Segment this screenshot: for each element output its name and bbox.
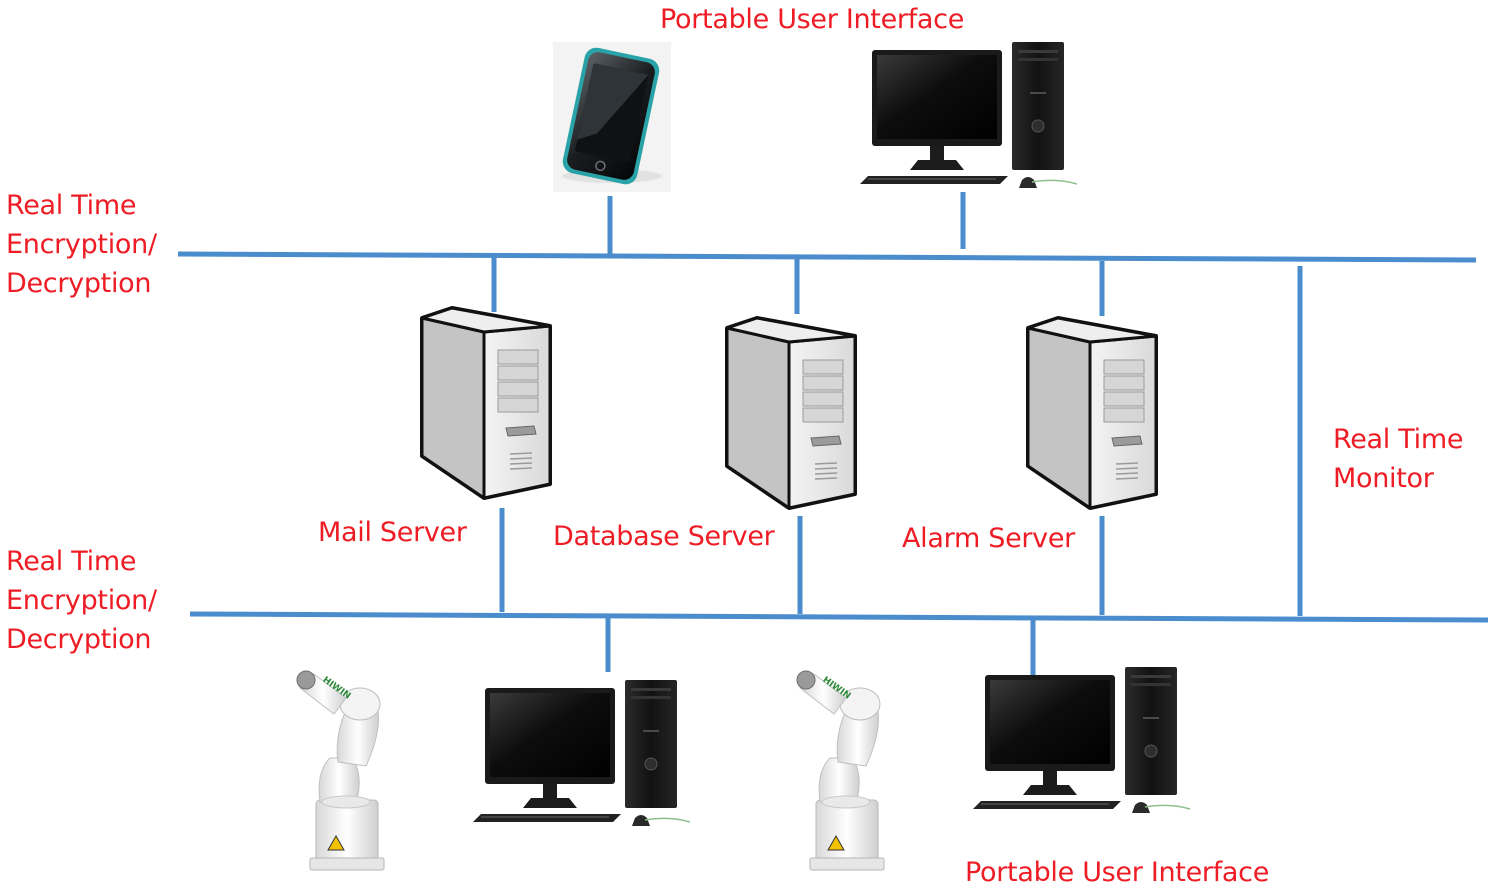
encryption-label-top-line2: Encryption/	[6, 229, 157, 260]
monitor-label-line1: Real Time	[1333, 424, 1464, 455]
portable-ui-label-bottom: Portable User Interface	[965, 857, 1270, 888]
robot-arm-icon	[296, 670, 385, 871]
encryption-label-bottom: Real Time Encryption/ Decryption	[6, 542, 157, 659]
monitor-label: Real Time Monitor	[1333, 420, 1463, 498]
monitor-label-line2: Monitor	[1333, 463, 1434, 494]
network-line-bus-top	[177, 251, 1477, 263]
encryption-label-bottom-line1: Real Time	[6, 546, 137, 577]
server-tower-icon	[1026, 316, 1158, 510]
mail-server-label: Mail Server	[318, 517, 467, 548]
database-server-label: Database Server	[553, 521, 775, 552]
smartphone-icon	[553, 42, 671, 192]
encryption-label-top-line3: Decryption	[6, 268, 152, 299]
desktop-computer-icon	[972, 666, 1191, 814]
encryption-label-top-line1: Real Time	[6, 190, 137, 221]
portable-ui-label-top: Portable User Interface	[659, 4, 965, 35]
server-tower-icon	[725, 316, 857, 510]
network-line-bus-bottom	[189, 611, 1489, 623]
desktop-computer-icon	[472, 679, 691, 827]
desktop-computer-icon	[859, 41, 1078, 189]
network-lines	[177, 192, 1489, 676]
alarm-server-label: Alarm Server	[902, 523, 1075, 554]
robot-arm-icon	[796, 670, 885, 871]
encryption-label-top: Real Time Encryption/ Decryption	[6, 186, 157, 303]
server-tower-icon	[420, 306, 552, 500]
encryption-label-bottom-line3: Decryption	[6, 624, 152, 655]
encryption-label-bottom-line2: Encryption/	[6, 585, 157, 616]
